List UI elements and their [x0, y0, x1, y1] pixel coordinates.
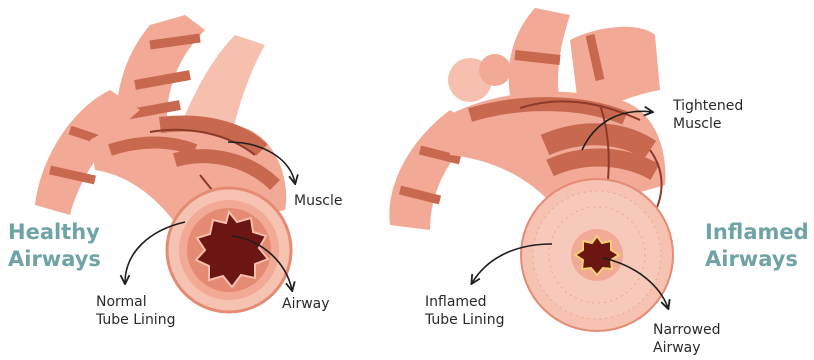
inflamed-airways-heading: Inflamed Airways: [705, 219, 809, 273]
inflamed-cross-section: [521, 179, 673, 331]
healthy-airways-heading: Healthy Airways: [8, 219, 101, 273]
label-tightened-muscle: Tightened Muscle: [673, 97, 743, 133]
label-narrowed-airway: Narrowed Airway: [653, 321, 721, 357]
label-muscle: Muscle: [294, 192, 342, 210]
label-airway: Airway: [282, 295, 330, 313]
label-normal-tube-lining: Normal Tube Lining: [96, 293, 175, 329]
healthy-cross-section: [167, 188, 291, 312]
label-inflamed-tube-lining: Inflamed Tube Lining: [425, 293, 504, 329]
